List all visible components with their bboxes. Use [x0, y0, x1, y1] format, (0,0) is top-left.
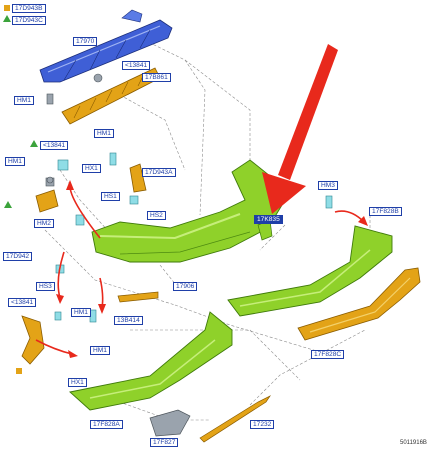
triangle-legend-icon — [3, 15, 11, 22]
legend-square-row: 17D943B — [12, 4, 46, 13]
label-hm1-c: HM1 — [5, 157, 25, 166]
label-part-13b414: 13B414 — [114, 316, 143, 325]
label-hx1-b: HX1 — [68, 378, 87, 387]
label-hs2: HS2 — [147, 211, 166, 220]
label-clip-13841-b: <13841 — [40, 141, 69, 150]
label-strip-17232: 17232 — [250, 420, 275, 429]
label-clip-13841-c: <13841 — [8, 298, 37, 307]
label-bumper-17906: 17906 — [173, 282, 198, 291]
left-side-brackets — [21, 163, 147, 365]
label-hm1-b: HM1 — [94, 129, 114, 138]
label-bracket-17f828b: 17F828B — [369, 207, 402, 216]
label-hm3: HM3 — [318, 181, 338, 190]
strip-17f828c-shape — [297, 267, 421, 341]
label-hm2: HM2 — [34, 219, 54, 228]
label-part-17f827: 17F827 — [150, 438, 179, 447]
triangle-marker-icon-2 — [4, 201, 12, 208]
reference-number: 5011916B — [400, 440, 427, 446]
label-clip-13841-a: <13841 — [122, 61, 151, 70]
label-bracket-17d943a: 17D943A — [142, 168, 176, 177]
highlight-arrow — [262, 44, 338, 214]
label-bracket-17970: 17970 — [73, 37, 98, 46]
label-hm1-d: HM1 — [71, 308, 91, 317]
label-hm1-a: HM1 — [14, 96, 34, 105]
strip-17232-shape — [199, 395, 272, 443]
valance-17f828b-shape — [227, 225, 393, 317]
label-hm1-e: HM1 — [90, 346, 110, 355]
label-hx1-a: HX1 — [82, 164, 101, 173]
part-13b414-shape — [117, 291, 159, 303]
label-bumper-selected: 17K835 — [254, 215, 283, 224]
legend-triangle-row: 17D943C — [12, 16, 46, 25]
label-hs1: HS1 — [101, 192, 120, 201]
triangle-marker-icon — [30, 140, 38, 147]
fasteners — [45, 73, 333, 323]
valance-17f828a-shape — [69, 311, 233, 411]
square-legend-icon — [4, 5, 10, 11]
label-bracket-17b861: 17B861 — [142, 73, 171, 82]
callout-arrowheads — [56, 180, 368, 358]
bracket-17970-shape — [39, 9, 173, 83]
legend-triangle-label: 17D943C — [12, 16, 46, 25]
label-bracket-17d942: 17D942 — [3, 252, 33, 261]
label-bracket-17f828c: 17F828C — [311, 350, 345, 359]
bumper-cover-shape — [91, 159, 283, 263]
part-17f827-shape — [149, 409, 191, 437]
square-marker-icon-2 — [16, 368, 22, 374]
label-valance-17f828a: 17F828A — [90, 420, 123, 429]
legend-square-label: 17D943B — [12, 4, 46, 13]
label-hs3: HS3 — [36, 282, 55, 291]
